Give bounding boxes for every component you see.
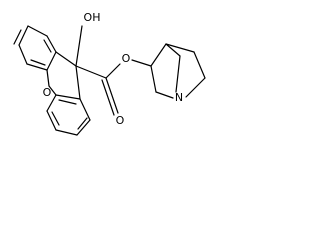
bond-lines (13, 25, 206, 136)
nitrogen-label: N (175, 91, 183, 104)
ring-oxygen-label: O (43, 86, 52, 99)
carbonyl-oxygen-label: O (116, 114, 125, 127)
ester-oxygen-label: O (122, 52, 131, 65)
molecule-diagram: OH O O O N (13, 11, 206, 136)
hydroxyl-label: OH (84, 11, 101, 24)
